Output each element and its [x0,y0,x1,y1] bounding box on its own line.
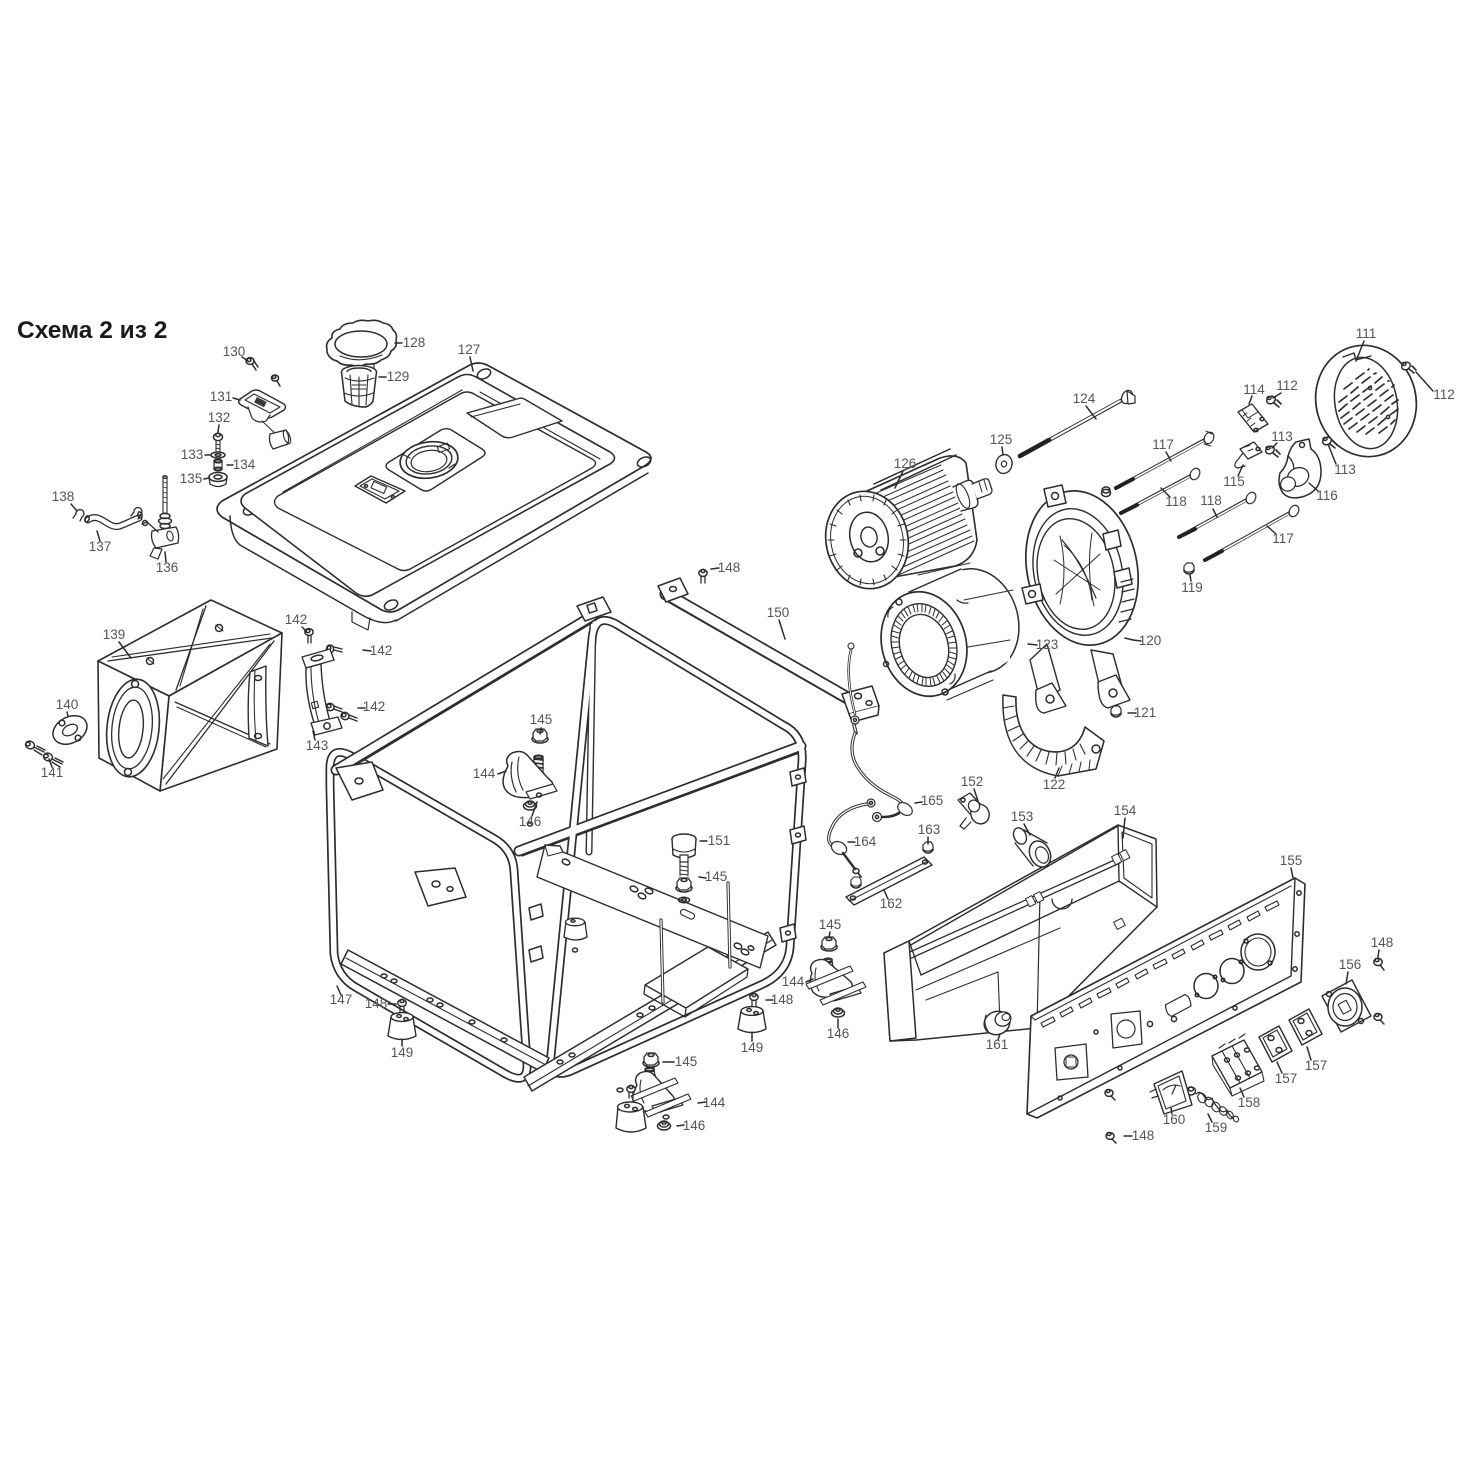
svg-text:142: 142 [285,612,308,627]
svg-text:113: 113 [1271,429,1293,444]
svg-text:136: 136 [156,560,179,575]
svg-text:146: 146 [827,1026,850,1041]
svg-text:127: 127 [458,342,481,357]
svg-text:115: 115 [1223,474,1245,489]
svg-text:145: 145 [705,869,728,884]
svg-text:148: 148 [771,992,794,1007]
svg-text:144: 144 [473,766,496,781]
svg-text:125: 125 [990,432,1013,447]
svg-text:163: 163 [918,822,941,837]
svg-text:149: 149 [741,1040,764,1055]
svg-text:120: 120 [1139,633,1162,648]
svg-text:164: 164 [854,834,877,849]
svg-text:156: 156 [1339,957,1362,972]
svg-text:124: 124 [1073,391,1096,406]
svg-text:121: 121 [1134,705,1157,720]
svg-text:153: 153 [1011,809,1034,824]
svg-text:131: 131 [210,389,233,404]
svg-text:157: 157 [1275,1071,1298,1086]
svg-text:140: 140 [56,697,79,712]
svg-text:112: 112 [1276,378,1298,393]
svg-text:134: 134 [233,457,256,472]
svg-text:161: 161 [986,1037,1009,1052]
svg-text:148: 148 [718,560,741,575]
svg-text:142: 142 [370,643,393,658]
svg-text:130: 130 [223,344,246,359]
svg-text:116: 116 [1316,488,1338,503]
svg-text:148: 148 [365,996,388,1011]
svg-text:157: 157 [1305,1058,1328,1073]
svg-text:129: 129 [387,369,410,384]
svg-text:126: 126 [894,456,917,471]
svg-text:118: 118 [1165,494,1187,509]
svg-text:132: 132 [208,410,231,425]
svg-text:144: 144 [782,974,805,989]
svg-text:145: 145 [675,1054,698,1069]
svg-text:155: 155 [1280,853,1303,868]
svg-text:139: 139 [103,627,126,642]
svg-text:111: 111 [1356,326,1377,341]
svg-text:112: 112 [1433,387,1455,402]
svg-text:146: 146 [519,814,542,829]
svg-text:141: 141 [41,765,64,780]
svg-text:142: 142 [363,699,386,714]
svg-text:147: 147 [330,992,353,1007]
svg-text:151: 151 [708,833,731,848]
svg-text:162: 162 [880,896,903,911]
svg-text:159: 159 [1205,1120,1228,1135]
svg-text:154: 154 [1114,803,1137,818]
svg-text:114: 114 [1243,382,1265,397]
svg-text:149: 149 [391,1045,414,1060]
svg-text:138: 138 [52,489,75,504]
svg-text:160: 160 [1163,1112,1186,1127]
svg-text:117: 117 [1152,437,1174,452]
svg-text:144: 144 [703,1095,726,1110]
svg-text:123: 123 [1036,637,1059,652]
svg-text:152: 152 [961,774,984,789]
svg-text:135: 135 [180,471,203,486]
svg-text:119: 119 [1181,580,1203,595]
svg-text:143: 143 [306,738,329,753]
svg-text:113: 113 [1334,462,1356,477]
svg-text:122: 122 [1043,777,1066,792]
svg-text:148: 148 [1371,935,1394,950]
svg-text:165: 165 [921,793,944,808]
svg-text:Схема 2 из 2: Схема 2 из 2 [17,317,167,344]
svg-text:158: 158 [1238,1095,1261,1110]
svg-text:117: 117 [1272,531,1294,546]
svg-text:145: 145 [530,712,553,727]
svg-text:133: 133 [181,447,204,462]
svg-text:128: 128 [403,335,426,350]
svg-text:137: 137 [89,539,112,554]
svg-text:148: 148 [1132,1128,1155,1143]
svg-text:118: 118 [1200,493,1222,508]
svg-text:145: 145 [819,917,842,932]
svg-text:150: 150 [767,605,790,620]
svg-text:146: 146 [683,1118,706,1133]
